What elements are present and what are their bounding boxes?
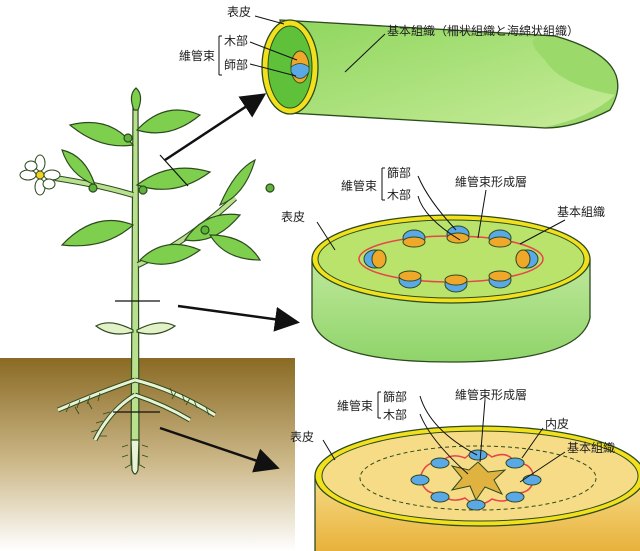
leaf-ground-tissue-label: 基本組織（柵状組織と海綿状組織） bbox=[387, 23, 579, 38]
plant-illustration bbox=[54, 87, 275, 475]
text-labels: 表皮 基本組織（柵状組織と海綿状組織） 維管束 木部 師部 維管束 篩部 木部 … bbox=[179, 5, 615, 455]
leaf-epidermis-label: 表皮 bbox=[227, 5, 251, 19]
root-cross-section bbox=[314, 425, 640, 551]
flower-icon bbox=[19, 154, 61, 196]
leader-lines bbox=[218, 15, 566, 483]
root-phloem-label: 篩部 bbox=[383, 389, 407, 404]
soil-area bbox=[0, 358, 295, 551]
root-endodermis-label: 内皮 bbox=[545, 417, 569, 431]
leaf-xylem-label: 木部 bbox=[224, 33, 248, 48]
stem-cross-section bbox=[311, 214, 591, 363]
stem-xylem-label: 木部 bbox=[387, 187, 411, 202]
root-epidermis-label: 表皮 bbox=[290, 430, 314, 444]
leaf-cross-section bbox=[261, 19, 619, 129]
root-cambium-label: 維管束形成層 bbox=[455, 387, 527, 402]
leaf-phloem-label: 師部 bbox=[224, 57, 248, 72]
leaf-vascular-bundle-label: 維管束 bbox=[179, 48, 215, 63]
stem-vascular-bundle-label: 維管束 bbox=[341, 178, 377, 193]
root-ground-tissue-label: 基本組織 bbox=[567, 441, 615, 455]
root-vascular-bundle-label: 維管束 bbox=[337, 398, 373, 413]
cut-markers bbox=[113, 154, 189, 413]
stem-ground-tissue-label: 基本組織 bbox=[557, 205, 605, 219]
arrow-icon bbox=[159, 93, 300, 473]
stem-epidermis-label: 表皮 bbox=[281, 210, 305, 224]
stem-phloem-label: 篩部 bbox=[387, 165, 411, 180]
root-xylem-label: 木部 bbox=[383, 407, 407, 422]
stem-cambium-label: 維管束形成層 bbox=[455, 174, 527, 189]
